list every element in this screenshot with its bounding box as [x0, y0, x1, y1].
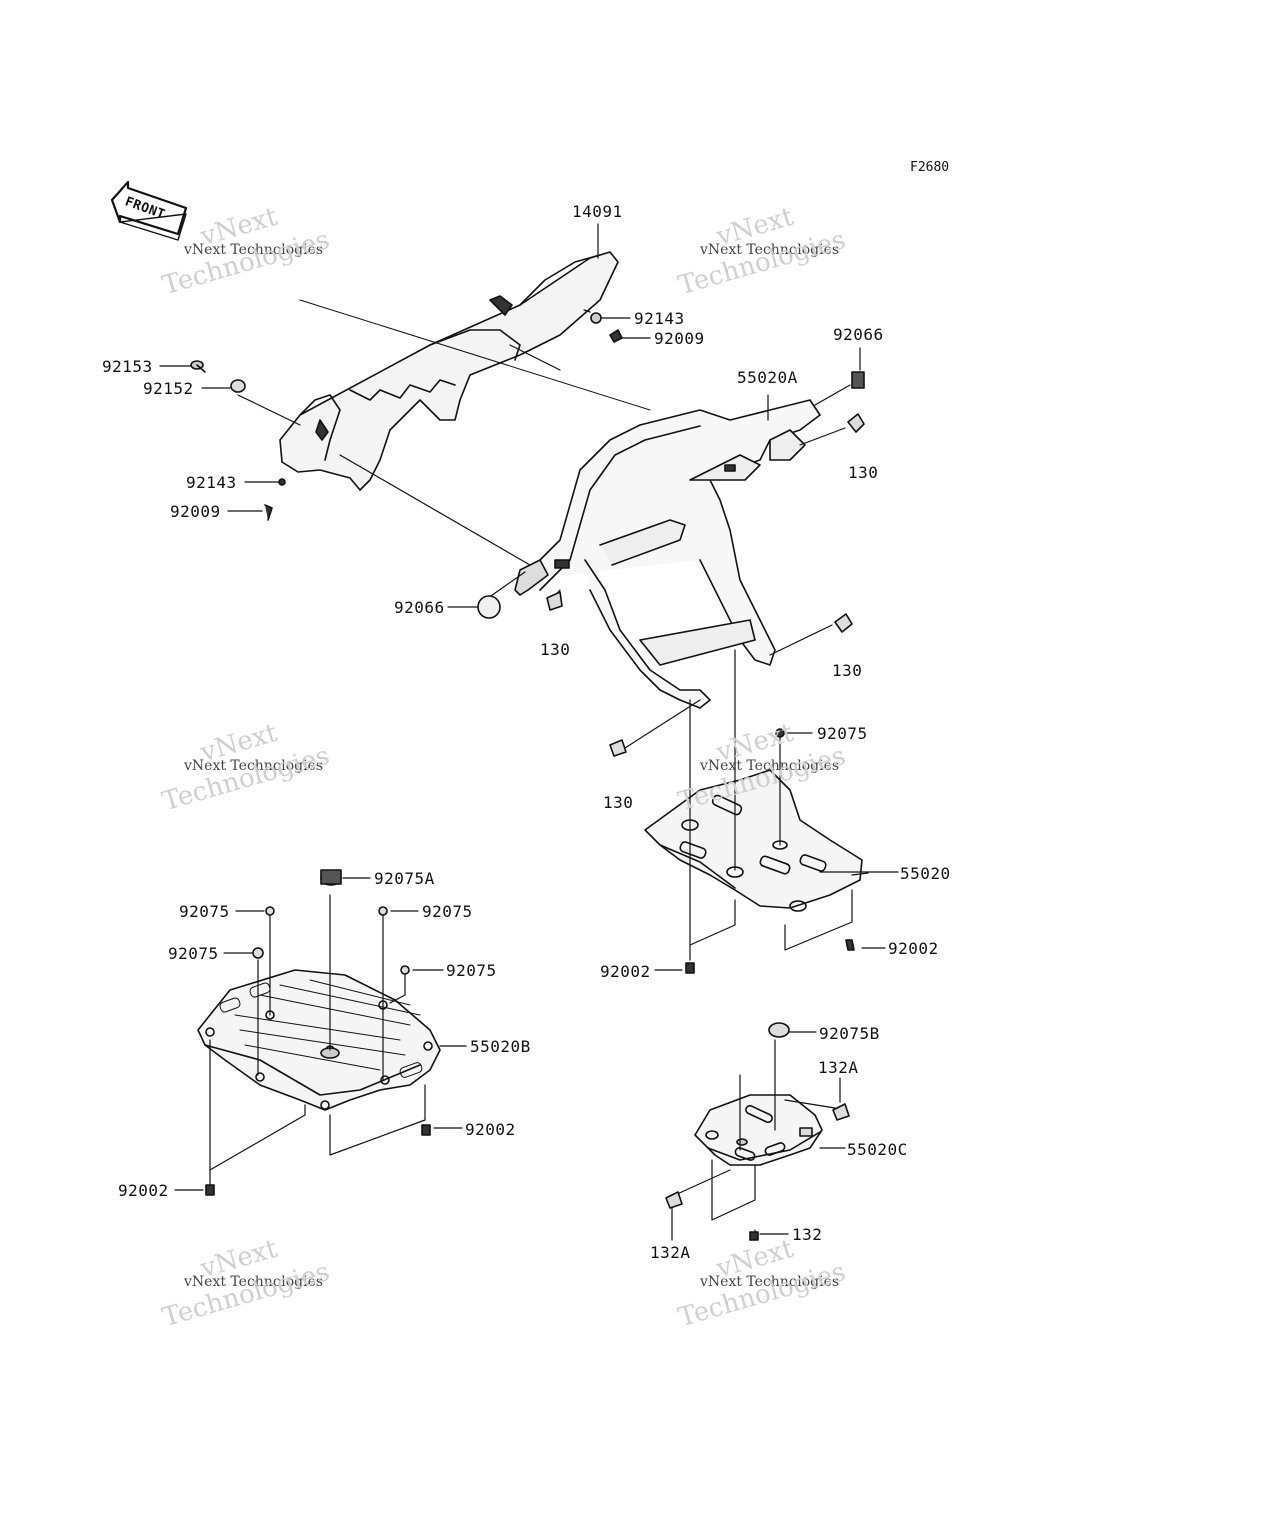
callout-132: 132	[792, 1225, 823, 1244]
callout-92075a: 92075A	[374, 869, 435, 888]
callout-92143: 92143	[634, 309, 685, 328]
callout-92009: 92009	[170, 502, 221, 521]
front-arrow-icon	[110, 180, 188, 241]
callout-92002: 92002	[600, 962, 651, 981]
callout-92002: 92002	[118, 1181, 169, 1200]
callout-92002: 92002	[465, 1120, 516, 1139]
callout-132a: 132A	[650, 1243, 691, 1262]
callout-55020c: 55020C	[847, 1140, 908, 1159]
callout-92143: 92143	[186, 473, 237, 492]
callout-55020b: 55020B	[470, 1037, 531, 1056]
skid-plate-55020-part	[644, 769, 863, 912]
callout-132a: 132A	[818, 1058, 859, 1077]
callout-92009: 92009	[654, 329, 705, 348]
skid-plate-55020b-part	[197, 969, 441, 1111]
callout-14091: 14091	[572, 202, 623, 221]
callout-92075b: 92075B	[819, 1024, 880, 1043]
callout-55020: 55020	[900, 864, 951, 883]
seat-cover-part	[279, 251, 651, 491]
callout-92066: 92066	[833, 325, 884, 344]
guard-frame-part	[514, 399, 821, 709]
callout-92075: 92075	[446, 961, 497, 980]
callout-92075: 92075	[422, 902, 473, 921]
callout-130: 130	[848, 463, 879, 482]
callout-130: 130	[540, 640, 571, 659]
callout-92075: 92075	[817, 724, 868, 743]
callout-92153: 92153	[102, 357, 153, 376]
callout-55020a: 55020A	[737, 368, 798, 387]
callout-92075: 92075	[179, 902, 230, 921]
fastener-icons	[190, 312, 865, 757]
callout-130: 130	[603, 793, 634, 812]
callout-130: 130	[832, 661, 863, 680]
figure-code: F2680	[910, 160, 950, 175]
callout-92075: 92075	[168, 944, 219, 963]
callout-92002: 92002	[888, 939, 939, 958]
callout-92066: 92066	[394, 598, 445, 617]
skid-plate-55020c-part	[694, 1094, 823, 1166]
callout-92152: 92152	[143, 379, 194, 398]
